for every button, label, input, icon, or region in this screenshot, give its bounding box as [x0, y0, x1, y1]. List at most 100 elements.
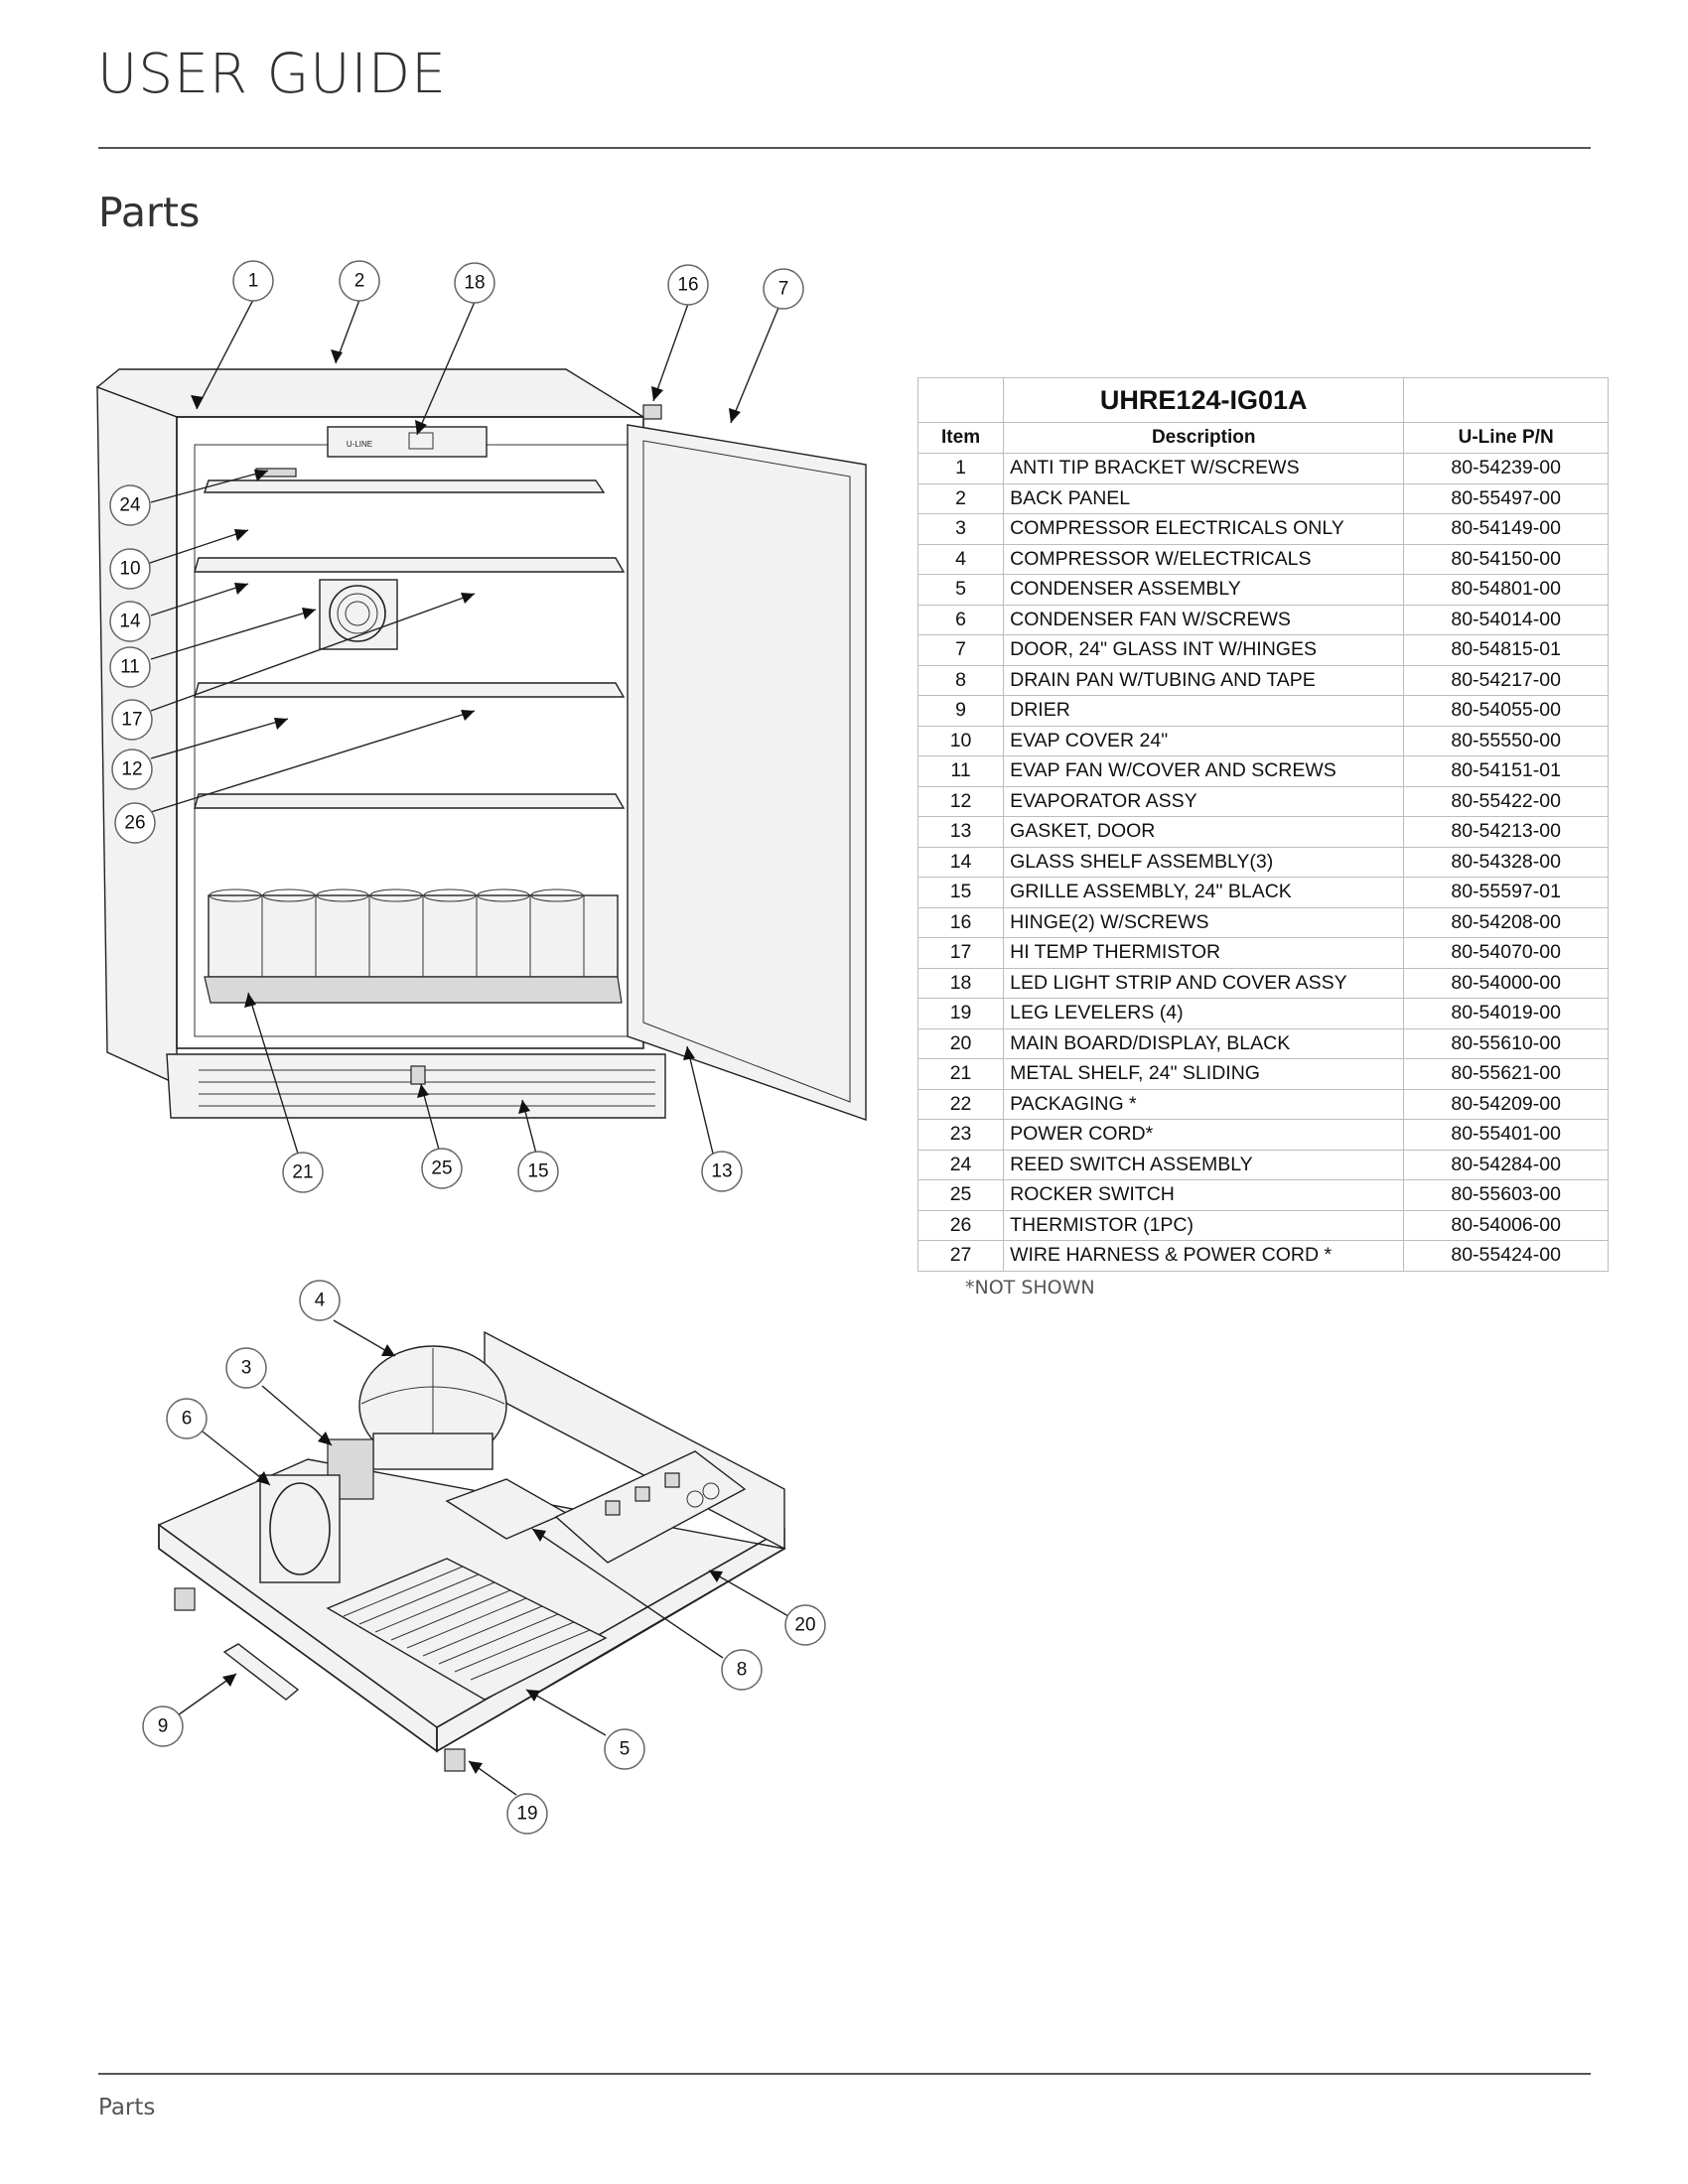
svg-text:8: 8	[737, 1660, 748, 1681]
evap-fan	[319, 579, 398, 650]
item-number: 22	[916, 1088, 1005, 1120]
item-description: EVAP FAN W/COVER AND SCREWS	[1003, 755, 1405, 787]
item-number: 2	[916, 482, 1005, 514]
callout-4: 4	[299, 1280, 341, 1321]
svg-text:9: 9	[158, 1716, 169, 1737]
item-number: 16	[916, 906, 1005, 938]
hinge	[642, 404, 662, 420]
svg-text:12: 12	[121, 759, 142, 780]
svg-text:6: 6	[182, 1409, 193, 1430]
item-number: 17	[916, 937, 1005, 969]
item-description: DRIER	[1003, 695, 1405, 727]
item-part-number: 80-55597-01	[1403, 877, 1609, 908]
cabinet-top	[95, 368, 646, 418]
svg-text:2: 2	[354, 271, 365, 292]
item-part-number: 80-54284-00	[1403, 1149, 1609, 1180]
callout-17: 17	[111, 699, 153, 741]
column-header-part-number: U-Line P/N	[1403, 422, 1609, 454]
item-part-number: 80-54070-00	[1403, 937, 1609, 969]
item-description: COMPRESSOR ELECTRICALS ONLY	[1003, 513, 1405, 545]
item-part-number: 80-55610-00	[1403, 1027, 1609, 1059]
item-number: 5	[916, 574, 1005, 606]
callout-21: 21	[282, 1152, 324, 1193]
item-description: GLASS SHELF ASSEMBLY(3)	[1003, 846, 1405, 878]
item-part-number: 80-55550-00	[1403, 725, 1609, 756]
svg-text:16: 16	[677, 275, 698, 296]
item-number: 9	[916, 695, 1005, 727]
item-part-number: 80-54815-01	[1403, 634, 1609, 666]
item-number: 4	[916, 543, 1005, 575]
svg-text:17: 17	[121, 710, 142, 731]
not-shown-note: *NOT SHOWN	[965, 1277, 1095, 1298]
item-description: GASKET, DOOR	[1003, 816, 1405, 848]
callout-11: 11	[109, 646, 151, 688]
item-part-number: 80-55621-00	[1403, 1058, 1609, 1090]
item-number: 8	[916, 664, 1005, 696]
svg-text:10: 10	[119, 559, 140, 580]
item-part-number: 80-55422-00	[1403, 785, 1609, 817]
callout-6: 6	[166, 1398, 208, 1439]
glass-door	[627, 424, 867, 1121]
item-number: 21	[916, 1058, 1005, 1090]
header-rule	[98, 147, 1591, 149]
callout-14: 14	[109, 601, 151, 642]
item-description: BACK PANEL	[1003, 482, 1405, 514]
parts-table: UHRE124-IG01A Item Description U-Line P/…	[916, 377, 1609, 1272]
callout-26: 26	[114, 802, 156, 844]
section-title: Parts	[98, 189, 201, 236]
svg-text:25: 25	[431, 1159, 452, 1179]
item-description: MAIN BOARD/DISPLAY, BLACK	[1003, 1027, 1405, 1059]
callout-1: 1	[232, 260, 274, 302]
refrigerator-illustration: U-LINE	[95, 368, 867, 1121]
glass-shelf-2	[194, 682, 626, 698]
item-number: 23	[916, 1119, 1005, 1151]
svg-text:19: 19	[516, 1804, 537, 1825]
item-number: 25	[916, 1179, 1005, 1211]
item-description: HINGE(2) W/SCREWS	[1003, 906, 1405, 938]
item-description: POWER CORD*	[1003, 1119, 1405, 1151]
footer-rule	[98, 2073, 1591, 2075]
item-number: 12	[916, 785, 1005, 817]
item-description: DRAIN PAN W/TUBING AND TAPE	[1003, 664, 1405, 696]
item-description: LED LIGHT STRIP AND COVER ASSY	[1003, 967, 1405, 999]
upper-callouts: 1 2 18 16 7 24 10 14 11 17 12 26 21 25 1…	[109, 260, 804, 1193]
main-board	[554, 1450, 747, 1564]
item-part-number: 80-54000-00	[1403, 967, 1609, 999]
brand-label: U-LINE	[347, 440, 372, 449]
svg-text:7: 7	[778, 279, 789, 300]
item-number: 14	[916, 846, 1005, 878]
item-number: 19	[916, 998, 1005, 1029]
item-part-number: 80-54213-00	[1403, 816, 1609, 848]
column-header-description: Description	[1003, 422, 1405, 454]
svg-text:26: 26	[124, 813, 145, 834]
callout-15: 15	[517, 1151, 559, 1192]
callout-2: 2	[339, 260, 380, 302]
item-part-number: 80-54217-00	[1403, 664, 1609, 696]
item-part-number: 80-55497-00	[1403, 482, 1609, 514]
item-number: 11	[916, 755, 1005, 787]
item-description: REED SWITCH ASSEMBLY	[1003, 1149, 1405, 1180]
item-part-number: 80-54019-00	[1403, 998, 1609, 1029]
drier	[222, 1643, 300, 1701]
display-panel	[327, 426, 488, 458]
beverage-cans	[208, 888, 619, 978]
glass-shelf-1	[194, 557, 626, 573]
item-description: LEG LEVELERS (4)	[1003, 998, 1405, 1029]
